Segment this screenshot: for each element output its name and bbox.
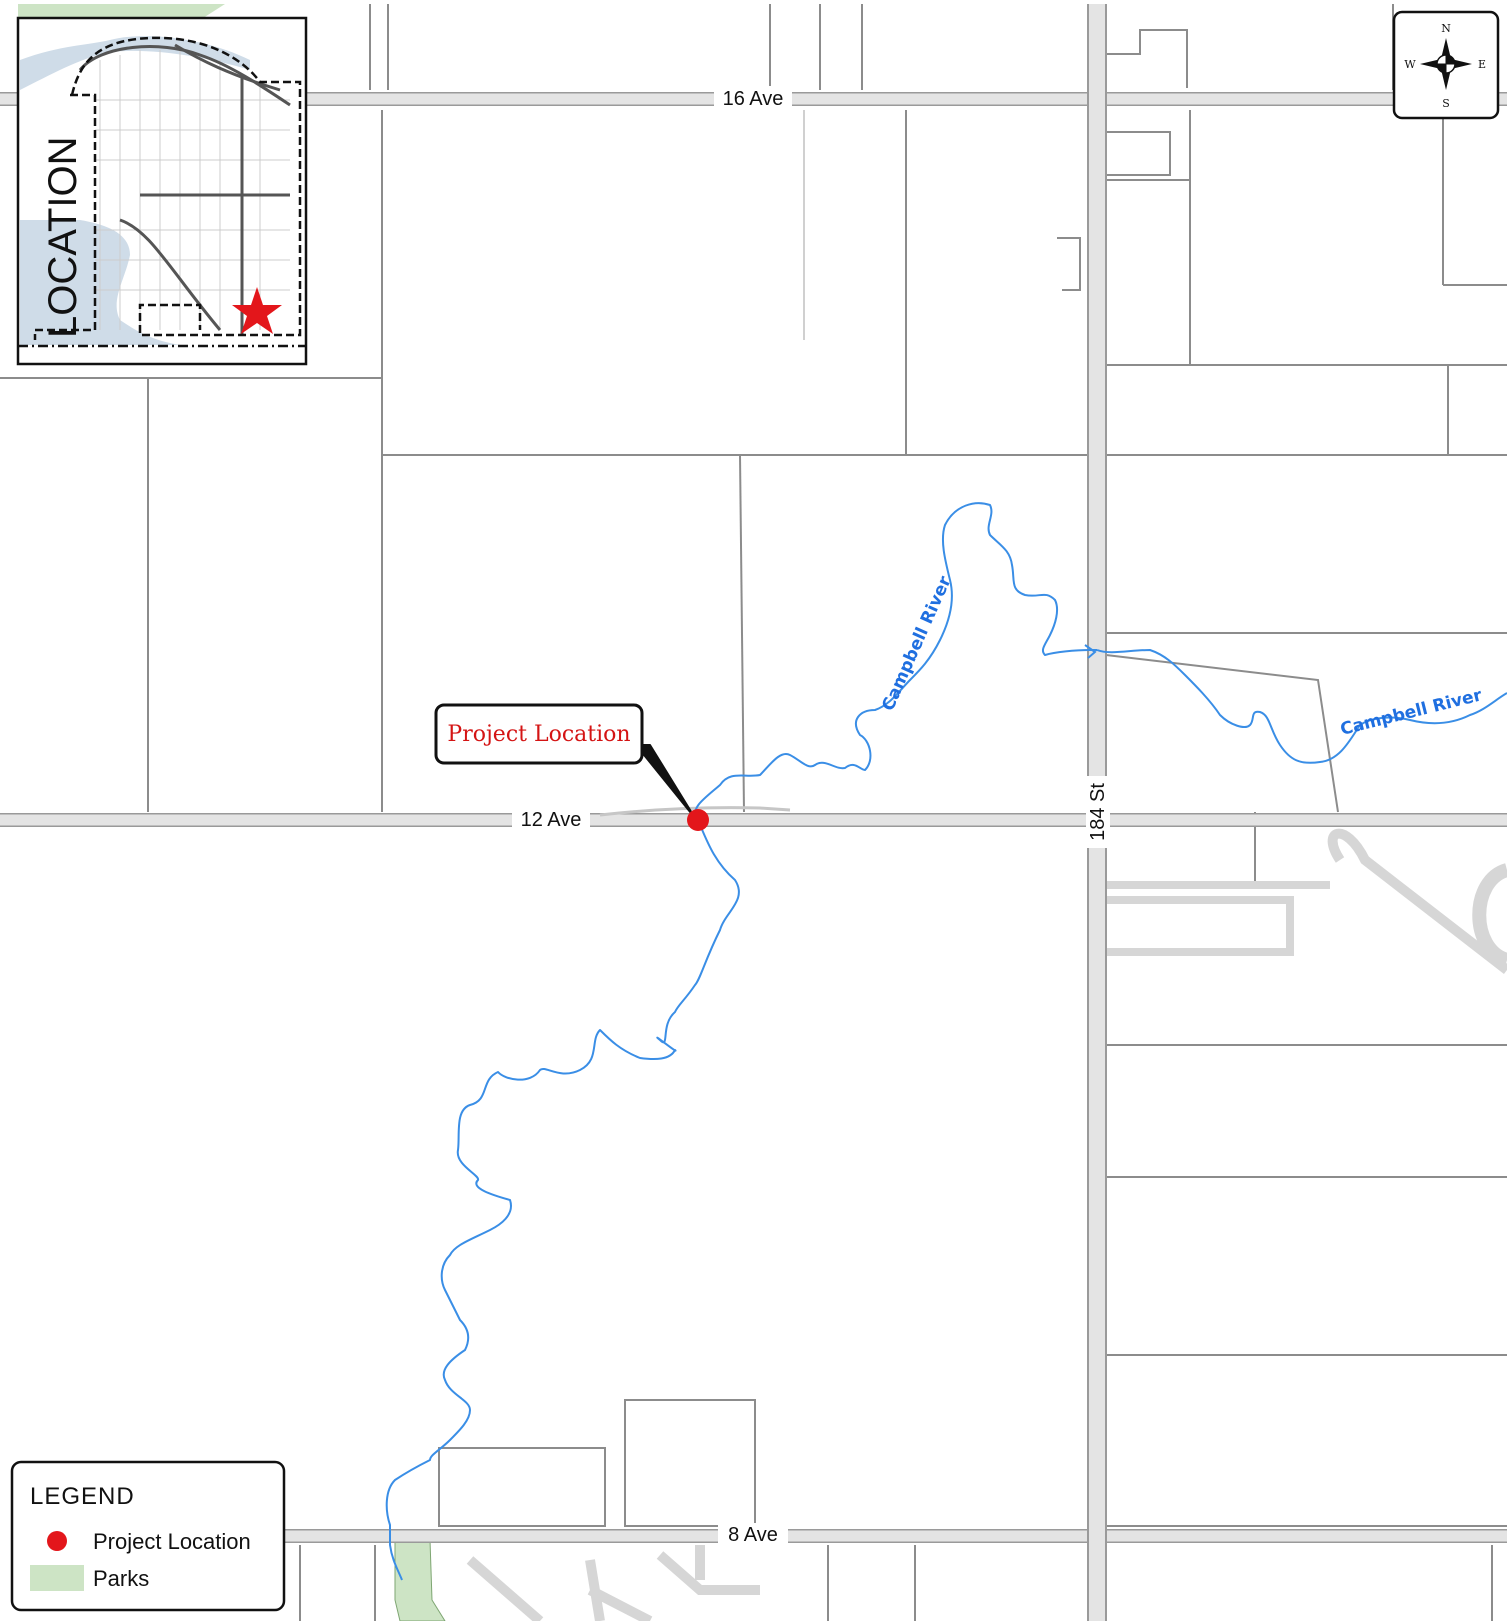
inset-project-star-icon (232, 287, 282, 334)
park-area-north (18, 4, 225, 20)
road-label-16-ave: 16 Ave (723, 88, 784, 110)
inset-highways (78, 43, 291, 335)
project-callout: Project Location (434, 703, 696, 819)
legend-parks-swatch-icon (30, 1565, 84, 1591)
inset-street-grid (95, 50, 290, 330)
compass-n: N (1441, 22, 1451, 35)
inset-water-river (20, 36, 250, 90)
inset-city-boundary (70, 36, 302, 337)
inset-location-label: LOCATION (41, 136, 85, 338)
road-label-8-ave: 8 Ave (728, 1524, 778, 1546)
compass-s: S (1442, 97, 1450, 110)
driveway-layer (466, 828, 1507, 1621)
inset-location-map: LOCATION (16, 16, 308, 366)
campbell-river-main (385, 817, 740, 1581)
legend-item-project-location: Project Location (93, 1529, 251, 1554)
callout-box (434, 703, 644, 765)
campbell-river-east-branch (1096, 649, 1507, 764)
road-labels: 16 Ave 12 Ave 8 Ave 184 St (512, 86, 1110, 1547)
parks-layer (18, 4, 446, 1621)
compass-w: W (1404, 58, 1416, 71)
river-layer (385, 502, 1507, 1581)
legend-item-parks: Parks (93, 1566, 149, 1591)
campbell-river-north-branch (694, 502, 1097, 819)
road-label-184-st: 184 St (1087, 783, 1109, 841)
legend-project-location-dot-icon (47, 1531, 67, 1551)
legend: LEGEND Project Location Parks (10, 1460, 286, 1612)
road-label-12-ave: 12 Ave (521, 809, 582, 831)
project-location-marker[interactable] (687, 809, 709, 831)
legend-title: LEGEND (30, 1483, 135, 1510)
compass-e: E (1478, 58, 1486, 71)
callout-label: Project Location (447, 722, 630, 747)
compass-rose: N S E W (1392, 10, 1500, 120)
